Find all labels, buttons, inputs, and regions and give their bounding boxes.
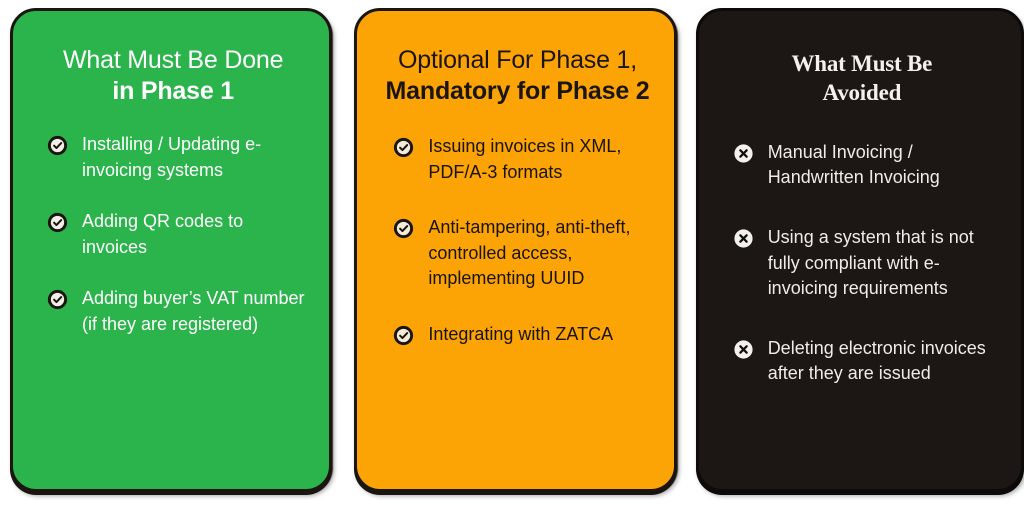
check-circle-icon (47, 212, 68, 233)
card-title-line-1: Optional For Phase 1, (398, 46, 638, 74)
list-item-label: Deleting electronic invoices after they … (767, 337, 986, 384)
list-item-label: Adding QR codes to invoices (82, 211, 244, 257)
list-item-label: Integrating with ZATCA (428, 323, 614, 344)
check-circle-icon (393, 218, 414, 239)
card-optional-phase-1-mandatory-phase-2: Optional For Phase 1, Mandatory for Phas… (354, 8, 677, 492)
list-item: Issuing invoices in XML, PDF/A-3 formats (393, 134, 655, 185)
list-item: Integrating with ZATCA (393, 322, 655, 348)
card-title-line-1: What Must Be Done (63, 46, 284, 74)
check-circle-icon (47, 135, 68, 156)
list-item: Deleting electronic invoices after they … (733, 336, 1003, 387)
bullet-list: Manual Invoicing / Handwritten Invoicing… (721, 130, 1003, 387)
check-circle-icon (393, 325, 414, 346)
card-title: Optional For Phase 1, Mandatory for Phas… (379, 41, 655, 106)
list-item-label: Anti-tampering, anti-theft, controlled a… (428, 217, 631, 289)
x-circle-icon (733, 339, 754, 360)
list-item: Adding buyer’s VAT number (if they are r… (47, 286, 311, 337)
list-item-label: Installing / Updating e-invoicing system… (82, 134, 262, 180)
x-circle-icon (733, 228, 754, 249)
list-item: Installing / Updating e-invoicing system… (47, 132, 311, 183)
list-item-label: Adding buyer’s VAT number (if they are r… (82, 288, 305, 334)
card-title-line-2: Mandatory for Phase 2 (385, 76, 650, 105)
list-item: Anti-tampering, anti-theft, controlled a… (393, 215, 655, 292)
x-circle-icon (733, 143, 754, 164)
bullet-list: Installing / Updating e-invoicing system… (35, 128, 311, 337)
list-item-label: Using a system that is not fully complia… (767, 226, 974, 299)
list-item-label: Issuing invoices in XML, PDF/A-3 formats (428, 136, 622, 182)
list-item-label: Manual Invoicing / Handwritten Invoicing (767, 141, 940, 188)
card-must-be-done-phase-1: What Must Be Done in Phase 1 Installing … (10, 8, 333, 492)
check-circle-icon (47, 289, 68, 310)
card-title: What Must Be Done in Phase 1 (35, 41, 311, 106)
bullet-list: Issuing invoices in XML, PDF/A-3 formats… (379, 128, 655, 347)
check-circle-icon (393, 137, 414, 158)
card-title: What Must Be Avoided (721, 41, 1003, 108)
card-must-be-avoided: What Must Be Avoided Manual Invoicing / … (695, 8, 1024, 492)
list-item: Adding QR codes to invoices (47, 209, 311, 260)
card-title-line-2: Avoided (822, 80, 902, 106)
card-title-line-1: What Must Be (791, 51, 933, 76)
list-item: Manual Invoicing / Handwritten Invoicing (733, 140, 1003, 191)
list-item: Using a system that is not fully complia… (733, 225, 1003, 302)
card-title-line-2: in Phase 1 (112, 76, 234, 105)
